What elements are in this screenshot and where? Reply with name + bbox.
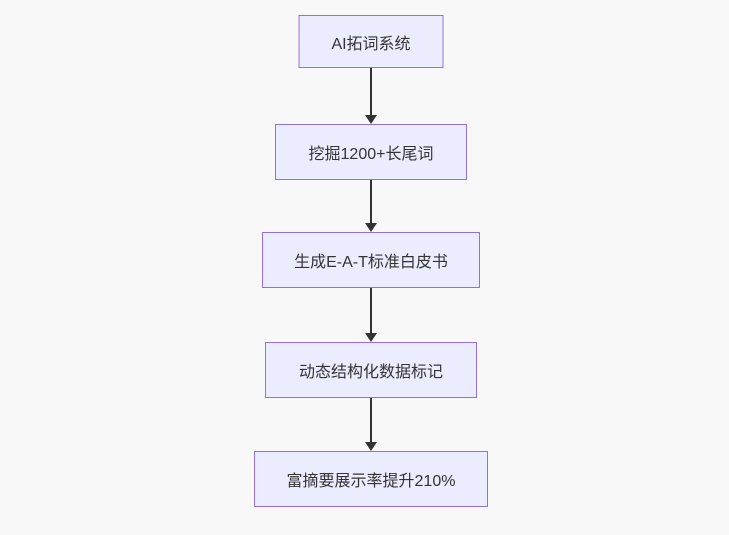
flow-node-ai-word-expansion-system: AI拓词系统 — [298, 15, 444, 68]
arrow-line — [370, 68, 372, 115]
flow-node-label: 富摘要展示率提升210% — [286, 473, 456, 490]
arrow-line — [370, 180, 372, 223]
flow-node-label: 挖掘1200+长尾词 — [308, 146, 434, 163]
arrow-head-icon — [365, 115, 377, 124]
flow-node-dynamic-structured-data-markup: 动态结构化数据标记 — [265, 342, 477, 398]
flow-arrow-a-to-b — [365, 68, 377, 124]
flow-node-mine-longtail-keywords: 挖掘1200+长尾词 — [275, 124, 467, 180]
flow-arrow-d-to-e — [365, 398, 377, 451]
flow-node-label: AI拓词系统 — [331, 35, 411, 53]
flow-node-label: 生成E-A-T标准白皮书 — [294, 254, 448, 271]
arrow-head-icon — [365, 333, 377, 342]
arrow-head-icon — [365, 223, 377, 232]
flow-node-rich-snippet-rate-increase: 富摘要展示率提升210% — [254, 451, 488, 507]
flow-node-label: 动态结构化数据标记 — [298, 364, 443, 381]
flow-arrow-b-to-c — [365, 180, 377, 232]
arrow-line — [370, 288, 372, 333]
arrow-line — [370, 398, 372, 442]
flow-arrow-c-to-d — [365, 288, 377, 342]
arrow-head-icon — [365, 442, 377, 451]
flow-node-generate-eat-whitepaper: 生成E-A-T标准白皮书 — [262, 232, 480, 288]
